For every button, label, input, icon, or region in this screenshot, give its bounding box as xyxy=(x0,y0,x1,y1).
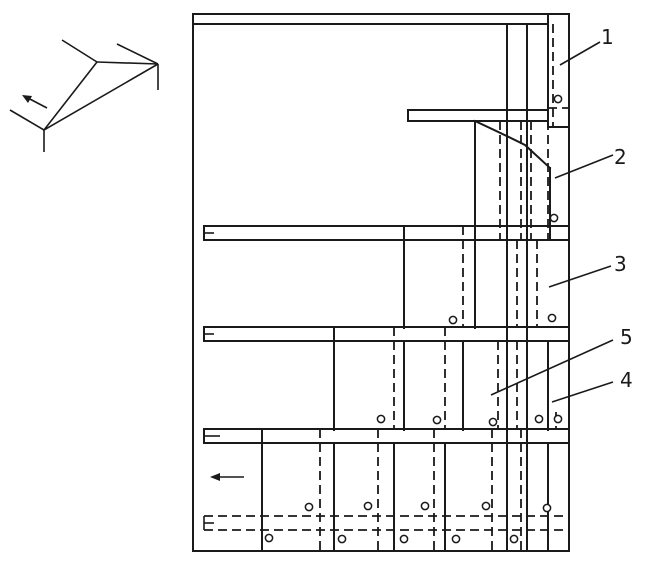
bolt-hole xyxy=(420,501,430,511)
bolt-hole xyxy=(363,501,373,511)
callout-label-5: 5 xyxy=(620,325,633,349)
callout-label-3: 3 xyxy=(614,252,627,276)
part-2-tier xyxy=(407,109,560,241)
bolt-hole xyxy=(549,213,559,223)
bolt-hole xyxy=(547,313,557,323)
bolt-hole xyxy=(399,534,409,544)
bolt-hole xyxy=(481,501,491,511)
bolt-hole xyxy=(376,414,386,424)
bolt-hole xyxy=(451,534,461,544)
arrow-left-icon xyxy=(210,473,244,481)
bottom-beam xyxy=(203,515,569,544)
bolt-hole xyxy=(534,414,544,424)
isometric-axis-icon xyxy=(9,39,159,152)
small-arrow-icon xyxy=(22,95,48,109)
callout-leaders xyxy=(490,41,614,403)
bolt-hole xyxy=(553,94,563,104)
bolt-hole xyxy=(542,503,552,513)
bolt-hole xyxy=(488,417,498,427)
bolt-hole xyxy=(337,534,347,544)
bolt-hole xyxy=(509,534,519,544)
outer-frame xyxy=(192,13,570,552)
part-4-tier xyxy=(203,326,570,431)
bolt-hole xyxy=(432,415,442,425)
part-5-tier xyxy=(203,428,570,552)
bolt-hole xyxy=(304,502,314,512)
bolt-hole xyxy=(448,315,458,325)
bolt-hole xyxy=(553,414,563,424)
part-3-tier xyxy=(203,225,570,329)
callout-label-2: 2 xyxy=(614,145,627,169)
callout-label-4: 4 xyxy=(620,368,633,392)
bolt-hole xyxy=(264,533,274,543)
callout-label-1: 1 xyxy=(601,25,614,49)
